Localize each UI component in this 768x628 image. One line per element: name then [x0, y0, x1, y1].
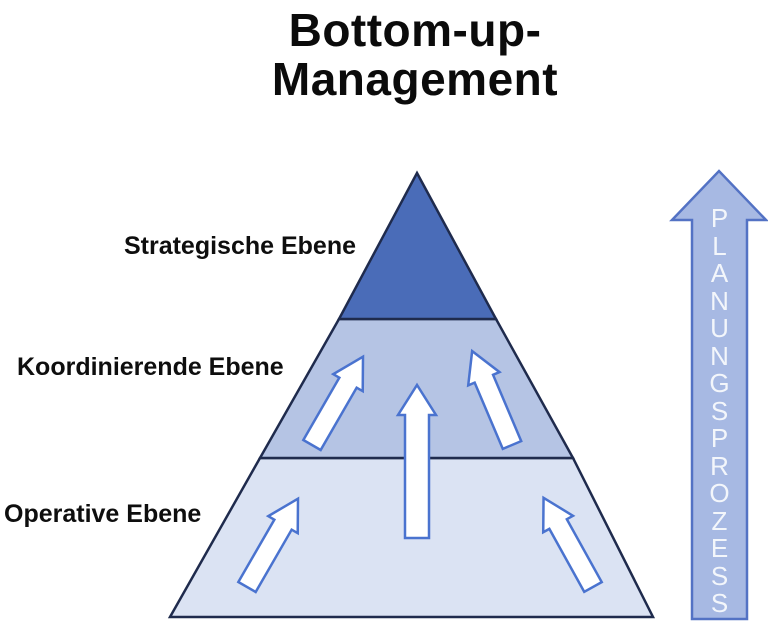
up-arrow-icon — [541, 495, 604, 594]
page-title-line2: Management — [271, 53, 559, 105]
planning-process-arrow-icon — [669, 169, 768, 621]
page-title: Bottom-up- Management — [170, 6, 660, 104]
up-arrow-icon — [466, 348, 523, 451]
up-arrow-icon — [236, 496, 300, 594]
label-strategische-ebene: Strategische Ebene — [123, 232, 356, 260]
up-arrow-icon — [395, 382, 439, 540]
label-operative-ebene: Operative Ebene — [4, 500, 202, 528]
up-arrow-icon — [301, 354, 365, 452]
label-koordinierende-ebene: Koordinierende Ebene — [17, 353, 284, 381]
page-title-line1: Bottom-up- — [288, 4, 542, 56]
pyramid-level-strategische-shape — [336, 170, 499, 321]
